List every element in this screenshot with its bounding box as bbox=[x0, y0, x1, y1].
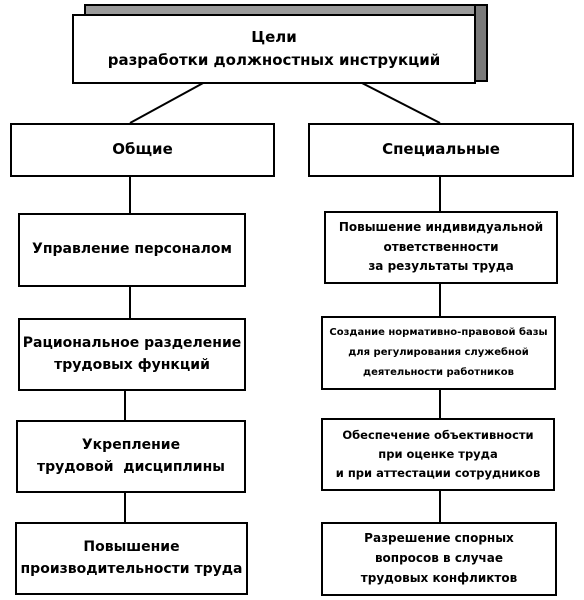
special-item: Создание нормативно-правовой базы для ре… bbox=[321, 316, 556, 390]
general-item-line: Управление персоналом bbox=[32, 241, 232, 258]
special-item-line: деятельности работников bbox=[363, 367, 514, 378]
general-item: Повышение производительности труда bbox=[15, 522, 248, 595]
root-box-text: Цели разработки должностных инструкций bbox=[108, 26, 441, 73]
special-item-line: и при аттестации сотрудников bbox=[335, 465, 541, 480]
special-item-line: Обеспечение объективности bbox=[342, 428, 534, 443]
special-item-line: ответственности bbox=[383, 239, 499, 254]
root-line: Цели bbox=[251, 27, 297, 46]
branch-general: Общие bbox=[10, 123, 275, 177]
general-item: Управление персоналом bbox=[18, 213, 246, 287]
general-item-line: трудовой дисциплины bbox=[37, 458, 225, 475]
general-item-line: Повышение bbox=[83, 538, 180, 555]
root-line: разработки должностных инструкций bbox=[107, 51, 441, 69]
general-item-line: Рациональное разделение bbox=[22, 334, 242, 351]
general-item-line: производительности труда bbox=[20, 560, 243, 577]
special-item-line: Создание нормативно-правовой базы bbox=[329, 327, 548, 338]
general-item-line: трудовых функций bbox=[54, 356, 210, 373]
connector-root-special bbox=[359, 81, 441, 124]
special-item-line: вопросов в случае bbox=[374, 551, 504, 566]
general-item: Укрепление трудовой дисциплины bbox=[16, 420, 246, 493]
root-box-shadow-right bbox=[474, 4, 488, 82]
special-item-line: Повышение индивидуальной bbox=[338, 219, 544, 234]
branch-special: Специальные bbox=[308, 123, 574, 177]
special-item-line: Разрешение спорных bbox=[364, 531, 514, 546]
root-box: Цели разработки должностных инструкций bbox=[72, 14, 476, 84]
branch-general-label: Общие bbox=[112, 140, 173, 159]
connector-root-general bbox=[129, 81, 206, 124]
special-item-line: за результаты труда bbox=[368, 259, 514, 274]
general-item-line: Укрепление bbox=[81, 436, 181, 453]
branch-special-label: Специальные bbox=[382, 140, 500, 159]
special-item-line: при оценке труда bbox=[378, 447, 498, 462]
general-item: Рациональное разделение трудовых функций bbox=[18, 318, 246, 391]
special-item: Повышение индивидуальной ответственности… bbox=[324, 211, 558, 284]
special-item: Обеспечение объективности при оценке тру… bbox=[321, 418, 555, 491]
special-item-line: трудовых конфликтов bbox=[360, 570, 518, 585]
special-item: Разрешение спорных вопросов в случае тру… bbox=[321, 522, 557, 596]
special-item-line: для регулирования служебной bbox=[348, 347, 529, 358]
